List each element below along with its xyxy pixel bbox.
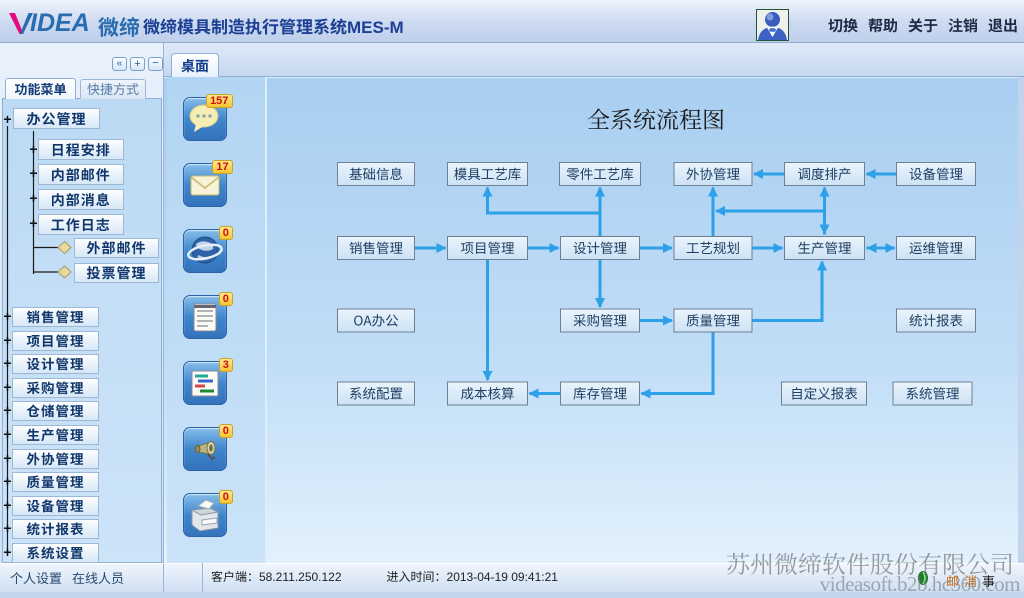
svg-text:调度排产: 调度排产	[798, 163, 852, 183]
svg-text:模具工艺库: 模具工艺库	[454, 163, 522, 183]
svg-text:设计管理: 设计管理	[573, 237, 627, 257]
svg-text:运维管理: 运维管理	[909, 237, 963, 257]
svg-text:统计报表: 统计报表	[909, 310, 963, 330]
svg-text:项目管理: 项目管理	[461, 237, 515, 257]
svg-text:设备管理: 设备管理	[909, 163, 963, 183]
svg-text:成本核算: 成本核算	[461, 383, 515, 403]
svg-text:全系统流程图: 全系统流程图	[587, 102, 725, 135]
svg-text:外协管理: 外协管理	[686, 163, 740, 183]
svg-text:基础信息: 基础信息	[349, 163, 403, 183]
svg-text:系统管理: 系统管理	[906, 383, 960, 403]
svg-text:系统配置: 系统配置	[349, 383, 403, 403]
svg-text:工艺规划: 工艺规划	[686, 237, 740, 257]
svg-text:零件工艺库: 零件工艺库	[566, 163, 634, 183]
svg-text:销售管理: 销售管理	[349, 237, 403, 257]
svg-text:采购管理: 采购管理	[573, 310, 627, 330]
svg-text:自定义报表: 自定义报表	[790, 383, 858, 403]
svg-text:库存管理: 库存管理	[573, 383, 627, 403]
svg-text:OA办公: OA办公	[353, 310, 399, 330]
svg-text:生产管理: 生产管理	[798, 237, 852, 257]
svg-text:质量管理: 质量管理	[686, 310, 740, 330]
